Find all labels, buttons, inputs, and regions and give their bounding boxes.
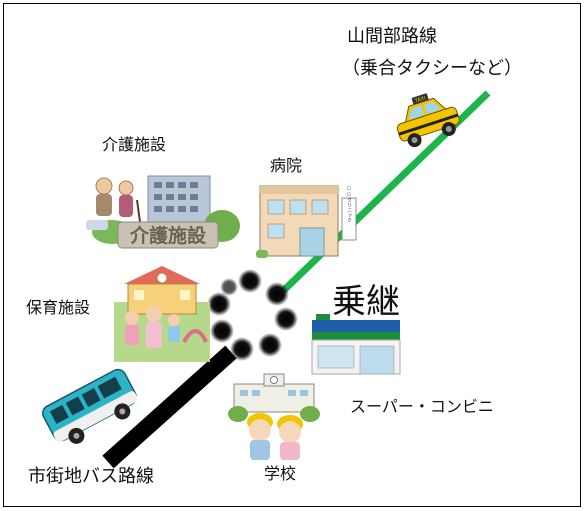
- city-bus-route-line: [102, 345, 237, 469]
- taxi-sign: TAXI: [413, 95, 426, 104]
- mountain-route-subtitle: （乗合タクシーなど）: [342, 58, 522, 79]
- clinic-sign: ○○クリニック: [346, 186, 352, 223]
- nursery-label: 保育施設: [26, 298, 91, 317]
- care-sign: 介護施設: [129, 224, 207, 247]
- hospital-icon: ○○クリニック: [256, 185, 357, 258]
- transfer-label: 乗継: [332, 282, 400, 322]
- care-facility-icon: 介護施設: [86, 175, 240, 249]
- mountain-route-title: 山間部路線: [347, 26, 437, 47]
- bus-icon: [42, 368, 138, 444]
- transfer-hub-icon: [207, 269, 298, 361]
- store-icon: [311, 314, 401, 375]
- school-icon: [228, 373, 320, 460]
- city-bus-route-label: 市街地バス路線: [28, 466, 154, 487]
- supermarket-label: スーパー・コンビニ: [350, 397, 494, 416]
- taxi-icon: TAXI: [396, 93, 460, 148]
- school-label: 学校: [264, 464, 297, 483]
- route-lines: [102, 90, 491, 469]
- hospital-label: 病院: [270, 156, 303, 175]
- nursery-icon: [114, 266, 210, 362]
- diagram-frame: TAXI 介護施設: [3, 3, 581, 507]
- care-facility-label: 介護施設: [102, 135, 167, 154]
